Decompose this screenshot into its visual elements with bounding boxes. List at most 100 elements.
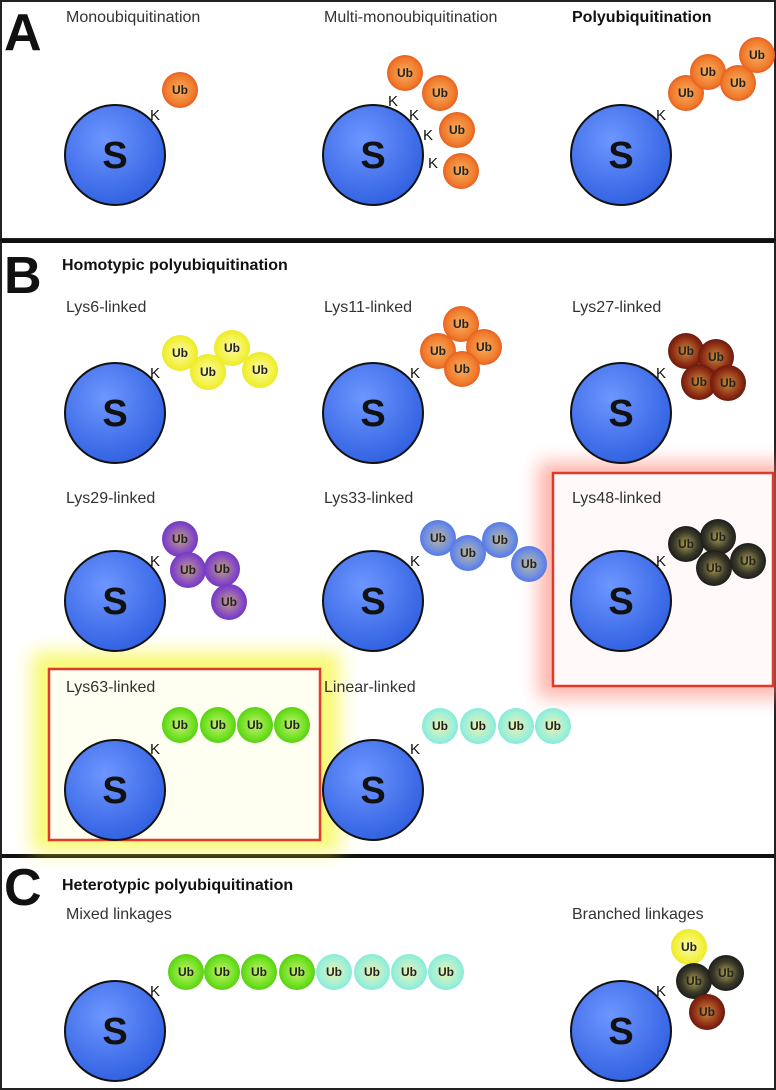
ubiquitin: Ub	[439, 112, 475, 148]
svg-text:S: S	[102, 393, 127, 435]
ub-label: Ub	[326, 965, 342, 979]
section-c-letter: C	[4, 859, 42, 917]
ubiquitin: Ub	[170, 552, 206, 588]
ub-label: Ub	[740, 554, 756, 568]
lysine-label: K	[150, 107, 160, 124]
ubiquitin: Ub	[422, 708, 458, 744]
ub-label: Ub	[432, 719, 448, 733]
ubiquitin: Ub	[700, 519, 736, 555]
ub-label: Ub	[454, 362, 470, 376]
ub-label: Ub	[678, 344, 694, 358]
ubiquitin: Ub	[708, 955, 744, 991]
ubiquitin: Ub	[422, 75, 458, 111]
ub-label: Ub	[172, 346, 188, 360]
ubiquitin: Ub	[162, 72, 198, 108]
section-b-letter: B	[4, 247, 42, 305]
svg-text:S: S	[608, 393, 633, 435]
ub-label: Ub	[449, 123, 465, 137]
svg-text:S: S	[360, 581, 385, 623]
ub-label: Ub	[210, 718, 226, 732]
ubiquitin: Ub	[162, 521, 198, 557]
ub-label: Ub	[221, 595, 237, 609]
ubiquitin: Ub	[460, 708, 496, 744]
ubiquitin: Ub	[443, 306, 479, 342]
ub-label: Ub	[178, 965, 194, 979]
ub-label: Ub	[438, 965, 454, 979]
ub-label: Ub	[678, 86, 694, 100]
svg-text:S: S	[360, 393, 385, 435]
ub-label: Ub	[401, 965, 417, 979]
ubiquitin: Ub	[730, 543, 766, 579]
ubiquitin: Ub	[535, 708, 571, 744]
ubiquitin: Ub	[279, 954, 315, 990]
ub-label: Ub	[699, 1005, 715, 1019]
lysine-label: K	[150, 365, 160, 382]
ub-label: Ub	[691, 375, 707, 389]
label-lys63: Lys63-linked	[66, 679, 155, 696]
ubiquitin: Ub	[668, 333, 704, 369]
label-lys27: Lys27-linked	[572, 299, 661, 316]
ubiquitin: Ub	[676, 963, 712, 999]
ubiquitin: Ub	[428, 954, 464, 990]
substrate: S	[570, 104, 672, 206]
label-lys48: Lys48-linked	[572, 490, 661, 507]
label-multi-monoubiquitination: Multi-monoubiquitination	[324, 9, 497, 26]
ub-label: Ub	[700, 65, 716, 79]
ub-label: Ub	[224, 341, 240, 355]
ub-label: Ub	[397, 66, 413, 80]
ubiquitin: Ub	[162, 707, 198, 743]
ub-label: Ub	[730, 76, 746, 90]
ub-label: Ub	[214, 562, 230, 576]
lysine-label: K	[150, 553, 160, 570]
label-mixed-linkages: Mixed linkages	[66, 906, 172, 923]
ubiquitin: Ub	[241, 954, 277, 990]
lysine-label: K	[410, 741, 420, 758]
lysine-label: K	[656, 983, 666, 1000]
ubiquitin: Ub	[387, 55, 423, 91]
lysine-label: K	[388, 93, 398, 110]
label-polyubiquitination: Polyubiquitination	[572, 9, 712, 26]
ubiquitin: Ub	[316, 954, 352, 990]
lysine-label: K	[423, 127, 433, 144]
ubiquitin: Ub	[214, 330, 250, 366]
label-branched-linkages: Branched linkages	[572, 906, 704, 923]
svg-text:S: S	[608, 135, 633, 177]
lysine-label: K	[410, 553, 420, 570]
ub-label: Ub	[492, 533, 508, 547]
ubiquitin: Ub	[237, 707, 273, 743]
label-linear: Linear-linked	[324, 679, 416, 696]
substrate: S	[64, 104, 166, 206]
svg-text:S: S	[102, 770, 127, 812]
ub-label: Ub	[180, 563, 196, 577]
substrate: S	[570, 362, 672, 464]
lysine-label: K	[150, 741, 160, 758]
lysine-label: K	[150, 983, 160, 1000]
ub-label: Ub	[364, 965, 380, 979]
ubiquitin: Ub	[354, 954, 390, 990]
ub-label: Ub	[686, 974, 702, 988]
lysine-label: K	[656, 107, 666, 124]
ubiquitin: Ub	[274, 707, 310, 743]
label-lys6: Lys6-linked	[66, 299, 146, 316]
ub-label: Ub	[678, 537, 694, 551]
ubiquitin: Ub	[466, 329, 502, 365]
label-lys11: Lys11-linked	[324, 299, 412, 316]
ubiquitin: Ub	[681, 364, 717, 400]
ubiquitin: Ub	[720, 65, 756, 101]
ubiquitin: Ub	[391, 954, 427, 990]
lysine-label: K	[656, 553, 666, 570]
svg-text:S: S	[102, 1011, 127, 1053]
substrate: S	[322, 739, 424, 841]
ub-label: Ub	[453, 317, 469, 331]
ub-label: Ub	[430, 344, 446, 358]
ub-label: Ub	[681, 940, 697, 954]
substrate: S	[64, 739, 166, 841]
ubiquitin: Ub	[511, 546, 547, 582]
ubiquitin: Ub	[190, 354, 226, 390]
ubiquitin: Ub	[689, 994, 725, 1030]
ubiquitin: Ub	[211, 584, 247, 620]
ub-label: Ub	[214, 965, 230, 979]
ub-label: Ub	[508, 719, 524, 733]
ub-label: Ub	[706, 561, 722, 575]
